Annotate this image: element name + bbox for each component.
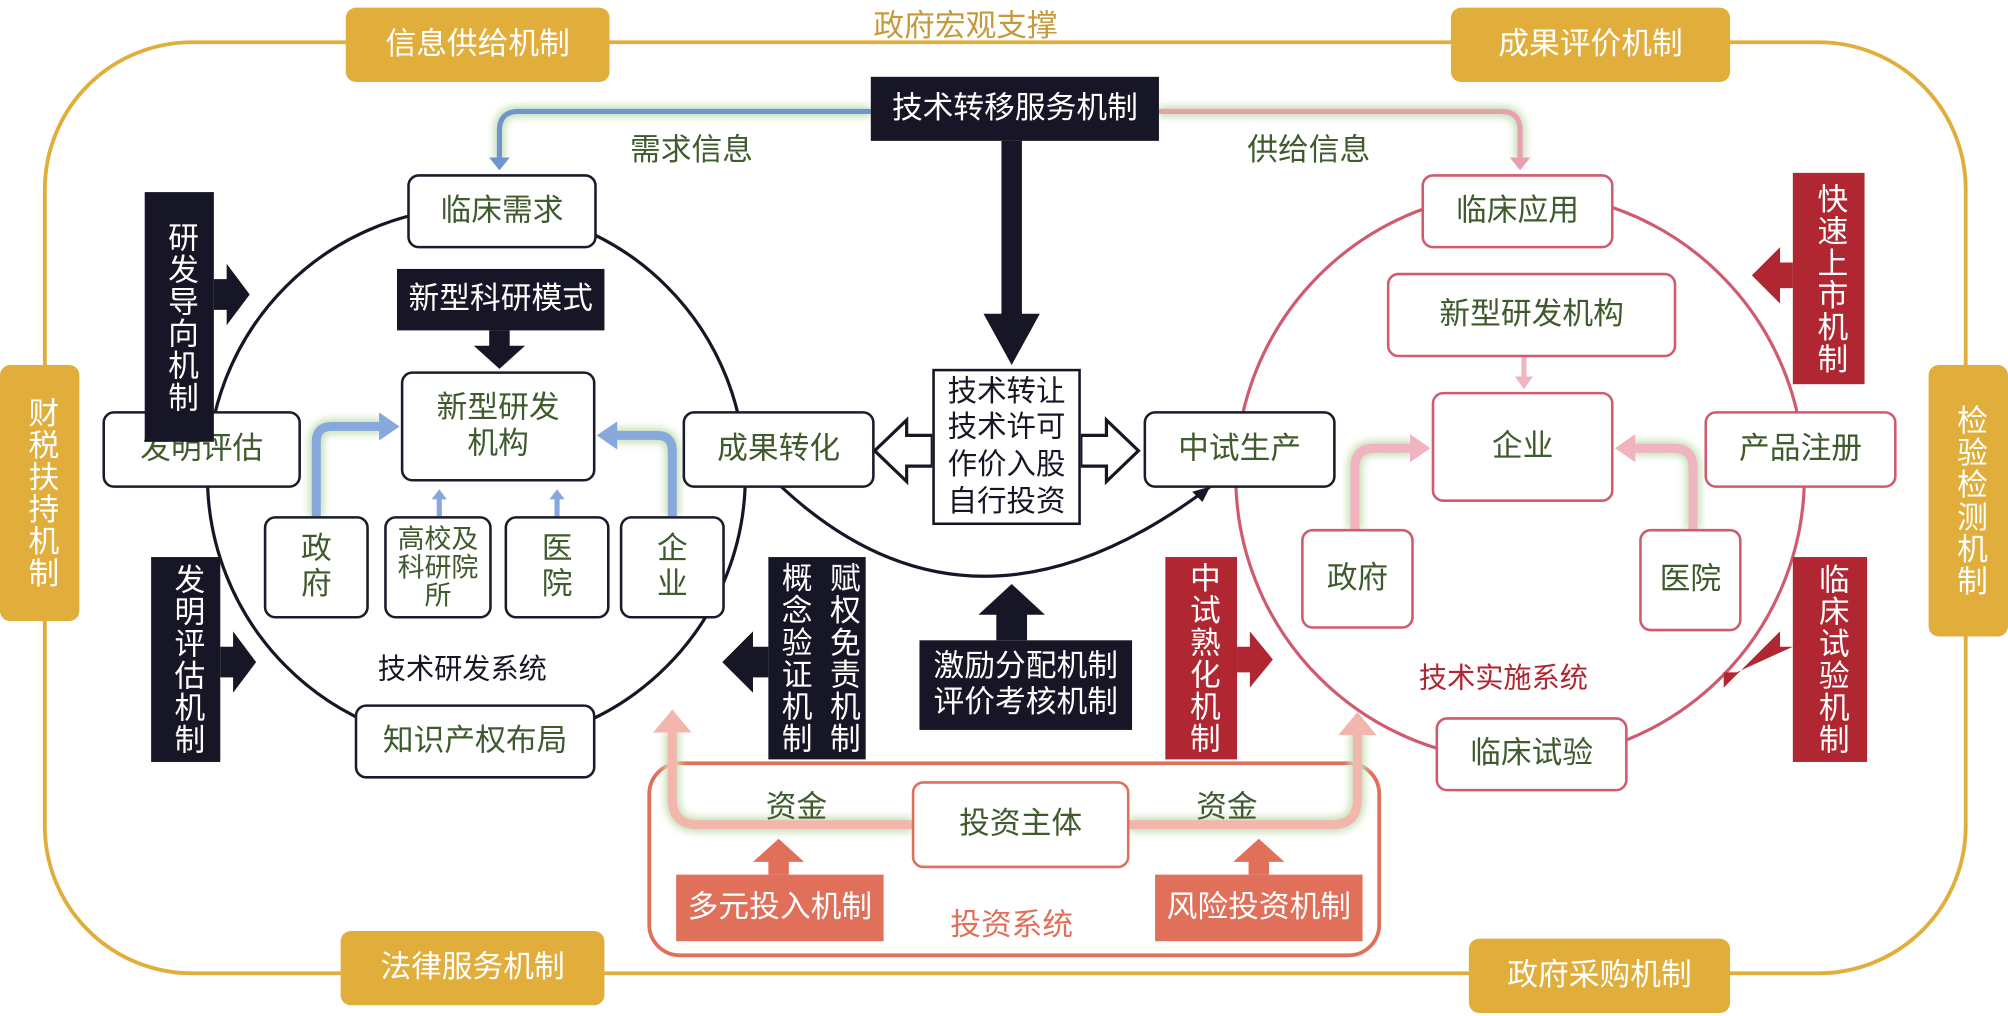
arc-arrowhead bbox=[1192, 486, 1211, 502]
demand-info-arrowhead bbox=[489, 157, 510, 171]
clinical-demand-node: 临床需求 bbox=[407, 174, 597, 249]
supply-info-arrow bbox=[1158, 108, 1523, 161]
venture-capital-mechanism: 风险投资机制 bbox=[1155, 874, 1363, 942]
enterprise-to-institution-arrow-glow bbox=[614, 427, 680, 517]
transfer-down-arrow bbox=[983, 140, 1040, 365]
demand-info-label: 需求信息 bbox=[630, 131, 753, 168]
gov-to-institution-arrow-glow bbox=[308, 418, 382, 517]
inspection-testing-mechanism: 检验检测机制 bbox=[1928, 364, 2008, 637]
university-hospital-up-arrows bbox=[436, 496, 560, 517]
incentive-up-arrow bbox=[978, 583, 1045, 641]
funds-right-arrowhead bbox=[1338, 712, 1377, 736]
transfer-modes-box: 技术转让 技术许可 作价入股 自行投资 bbox=[932, 368, 1081, 526]
legal-service-mechanism: 法律服务机制 bbox=[340, 930, 605, 1006]
hospital-to-enterprise-arrow bbox=[1632, 443, 1698, 529]
enterprise-node: 企业 bbox=[1431, 391, 1614, 502]
transfer-left-arrow bbox=[872, 416, 934, 486]
diversified-up-arrow bbox=[752, 838, 805, 875]
pilot-production-node: 中试生产 bbox=[1143, 411, 1336, 488]
diagram-title: 政府宏观支撑 bbox=[873, 7, 1058, 44]
impl-hospital-node: 医院 bbox=[1639, 528, 1742, 632]
supply-info-arrowhead bbox=[1509, 157, 1531, 171]
transfer-right-arrow bbox=[1079, 416, 1141, 486]
supply-info-label: 供给信息 bbox=[1247, 131, 1371, 168]
ip-layout-node: 知识产权布局 bbox=[354, 704, 596, 779]
demand-info-arrow bbox=[496, 108, 871, 161]
new-rd-institution-node: 新型研发机构 bbox=[400, 371, 596, 482]
funds-left-arrowhead bbox=[653, 709, 692, 733]
mode-down-arrow bbox=[473, 330, 526, 369]
tech-transfer-service-mechanism: 技术转移服务机制 bbox=[870, 76, 1159, 141]
concept-validation-mechanism: 概念验证机制 bbox=[776, 562, 812, 755]
clinical-trial-node: 临床试验 bbox=[1435, 717, 1628, 792]
rd-orientation-mechanism: 研发导向机制 bbox=[144, 192, 214, 442]
concept-mech-arrow bbox=[722, 631, 769, 693]
trial-mech-arrow bbox=[1723, 631, 1793, 688]
evaluation-assessment: 评价考核机制 bbox=[933, 683, 1118, 720]
invention-mech-arrow bbox=[220, 631, 257, 693]
achievement-transfer-node: 成果转化 bbox=[682, 411, 875, 488]
gov-to-enterprise-arrow-glow bbox=[1347, 440, 1413, 529]
rd-system-label: 技术研发系统 bbox=[377, 654, 547, 687]
enterprise-to-institution-arrow bbox=[614, 430, 677, 517]
transfer-mode: 技术许可 bbox=[947, 411, 1066, 445]
pilot-mech-arrow bbox=[1237, 631, 1273, 688]
transfer-mode: 作价入股 bbox=[947, 448, 1066, 482]
rd-orientation-arrow bbox=[213, 263, 250, 326]
fast-market-arrow bbox=[1751, 247, 1793, 304]
hospital-to-enterprise-arrow-glow bbox=[1632, 440, 1701, 529]
info-supply-mechanism: 信息供给机制 bbox=[345, 7, 610, 82]
funds-left-arrow bbox=[667, 729, 912, 830]
empowerment-exemption-mechanism: 赋权免责机制 bbox=[824, 562, 861, 755]
fiscal-support-mechanism: 财税扶持机制 bbox=[0, 364, 80, 622]
actor-enterprise: 企业 bbox=[619, 516, 725, 619]
transfer-mode: 自行投资 bbox=[947, 485, 1066, 519]
clinical-trial-mechanism: 临床试验机制 bbox=[1792, 557, 1868, 762]
investor-node: 投资主体 bbox=[911, 781, 1130, 869]
gov-to-enterprise-arrow bbox=[1350, 443, 1413, 529]
actor-arrows-left bbox=[308, 418, 680, 517]
gov-to-institution-arrow bbox=[311, 421, 382, 517]
actor-hospital: 医院 bbox=[504, 516, 610, 619]
diversified-investment-mechanism: 多元投入机制 bbox=[676, 874, 884, 942]
actor-universities: 高校及科研院所 bbox=[384, 516, 492, 619]
investment-system-label: 投资系统 bbox=[950, 906, 1074, 943]
transfer-mode: 技术转让 bbox=[947, 374, 1066, 408]
actor-arrows-right bbox=[1347, 357, 1701, 529]
transfer-arc bbox=[780, 485, 1212, 578]
incentive-distribution: 激励分配机制 bbox=[933, 648, 1118, 685]
impl-system-label: 技术实施系统 bbox=[1418, 663, 1588, 696]
result-evaluation-mechanism: 成果评价机制 bbox=[1450, 7, 1731, 82]
incentive-mechanisms: 激励分配机制 评价考核机制 bbox=[919, 640, 1133, 730]
fast-market-mechanism: 快速上市机制 bbox=[1792, 172, 1865, 385]
funds-right-label: 资金 bbox=[1196, 788, 1258, 825]
impl-new-rd-institution-node: 新型研发机构 bbox=[1386, 272, 1677, 358]
concept-empowerment-mechanisms: 概念验证机制 赋权免责机制 bbox=[768, 557, 866, 760]
product-registration-node: 产品注册 bbox=[1704, 411, 1897, 488]
venture-up-arrow bbox=[1233, 838, 1285, 875]
investment-frame bbox=[647, 761, 1382, 958]
impl-government-node: 政府 bbox=[1301, 528, 1414, 629]
clinical-application-node: 临床应用 bbox=[1421, 174, 1614, 249]
invention-assessment-mechanism: 发明评估机制 bbox=[151, 557, 221, 762]
actor-government: 政府 bbox=[263, 516, 369, 619]
gov-procurement-mechanism: 政府采购机制 bbox=[1468, 938, 1731, 1013]
funds-right-arrow bbox=[1129, 732, 1362, 830]
pilot-maturation-mechanism: 中试熟化机制 bbox=[1165, 557, 1238, 760]
funds-left-label: 资金 bbox=[765, 788, 828, 825]
new-research-mode: 新型科研模式 bbox=[396, 268, 605, 331]
